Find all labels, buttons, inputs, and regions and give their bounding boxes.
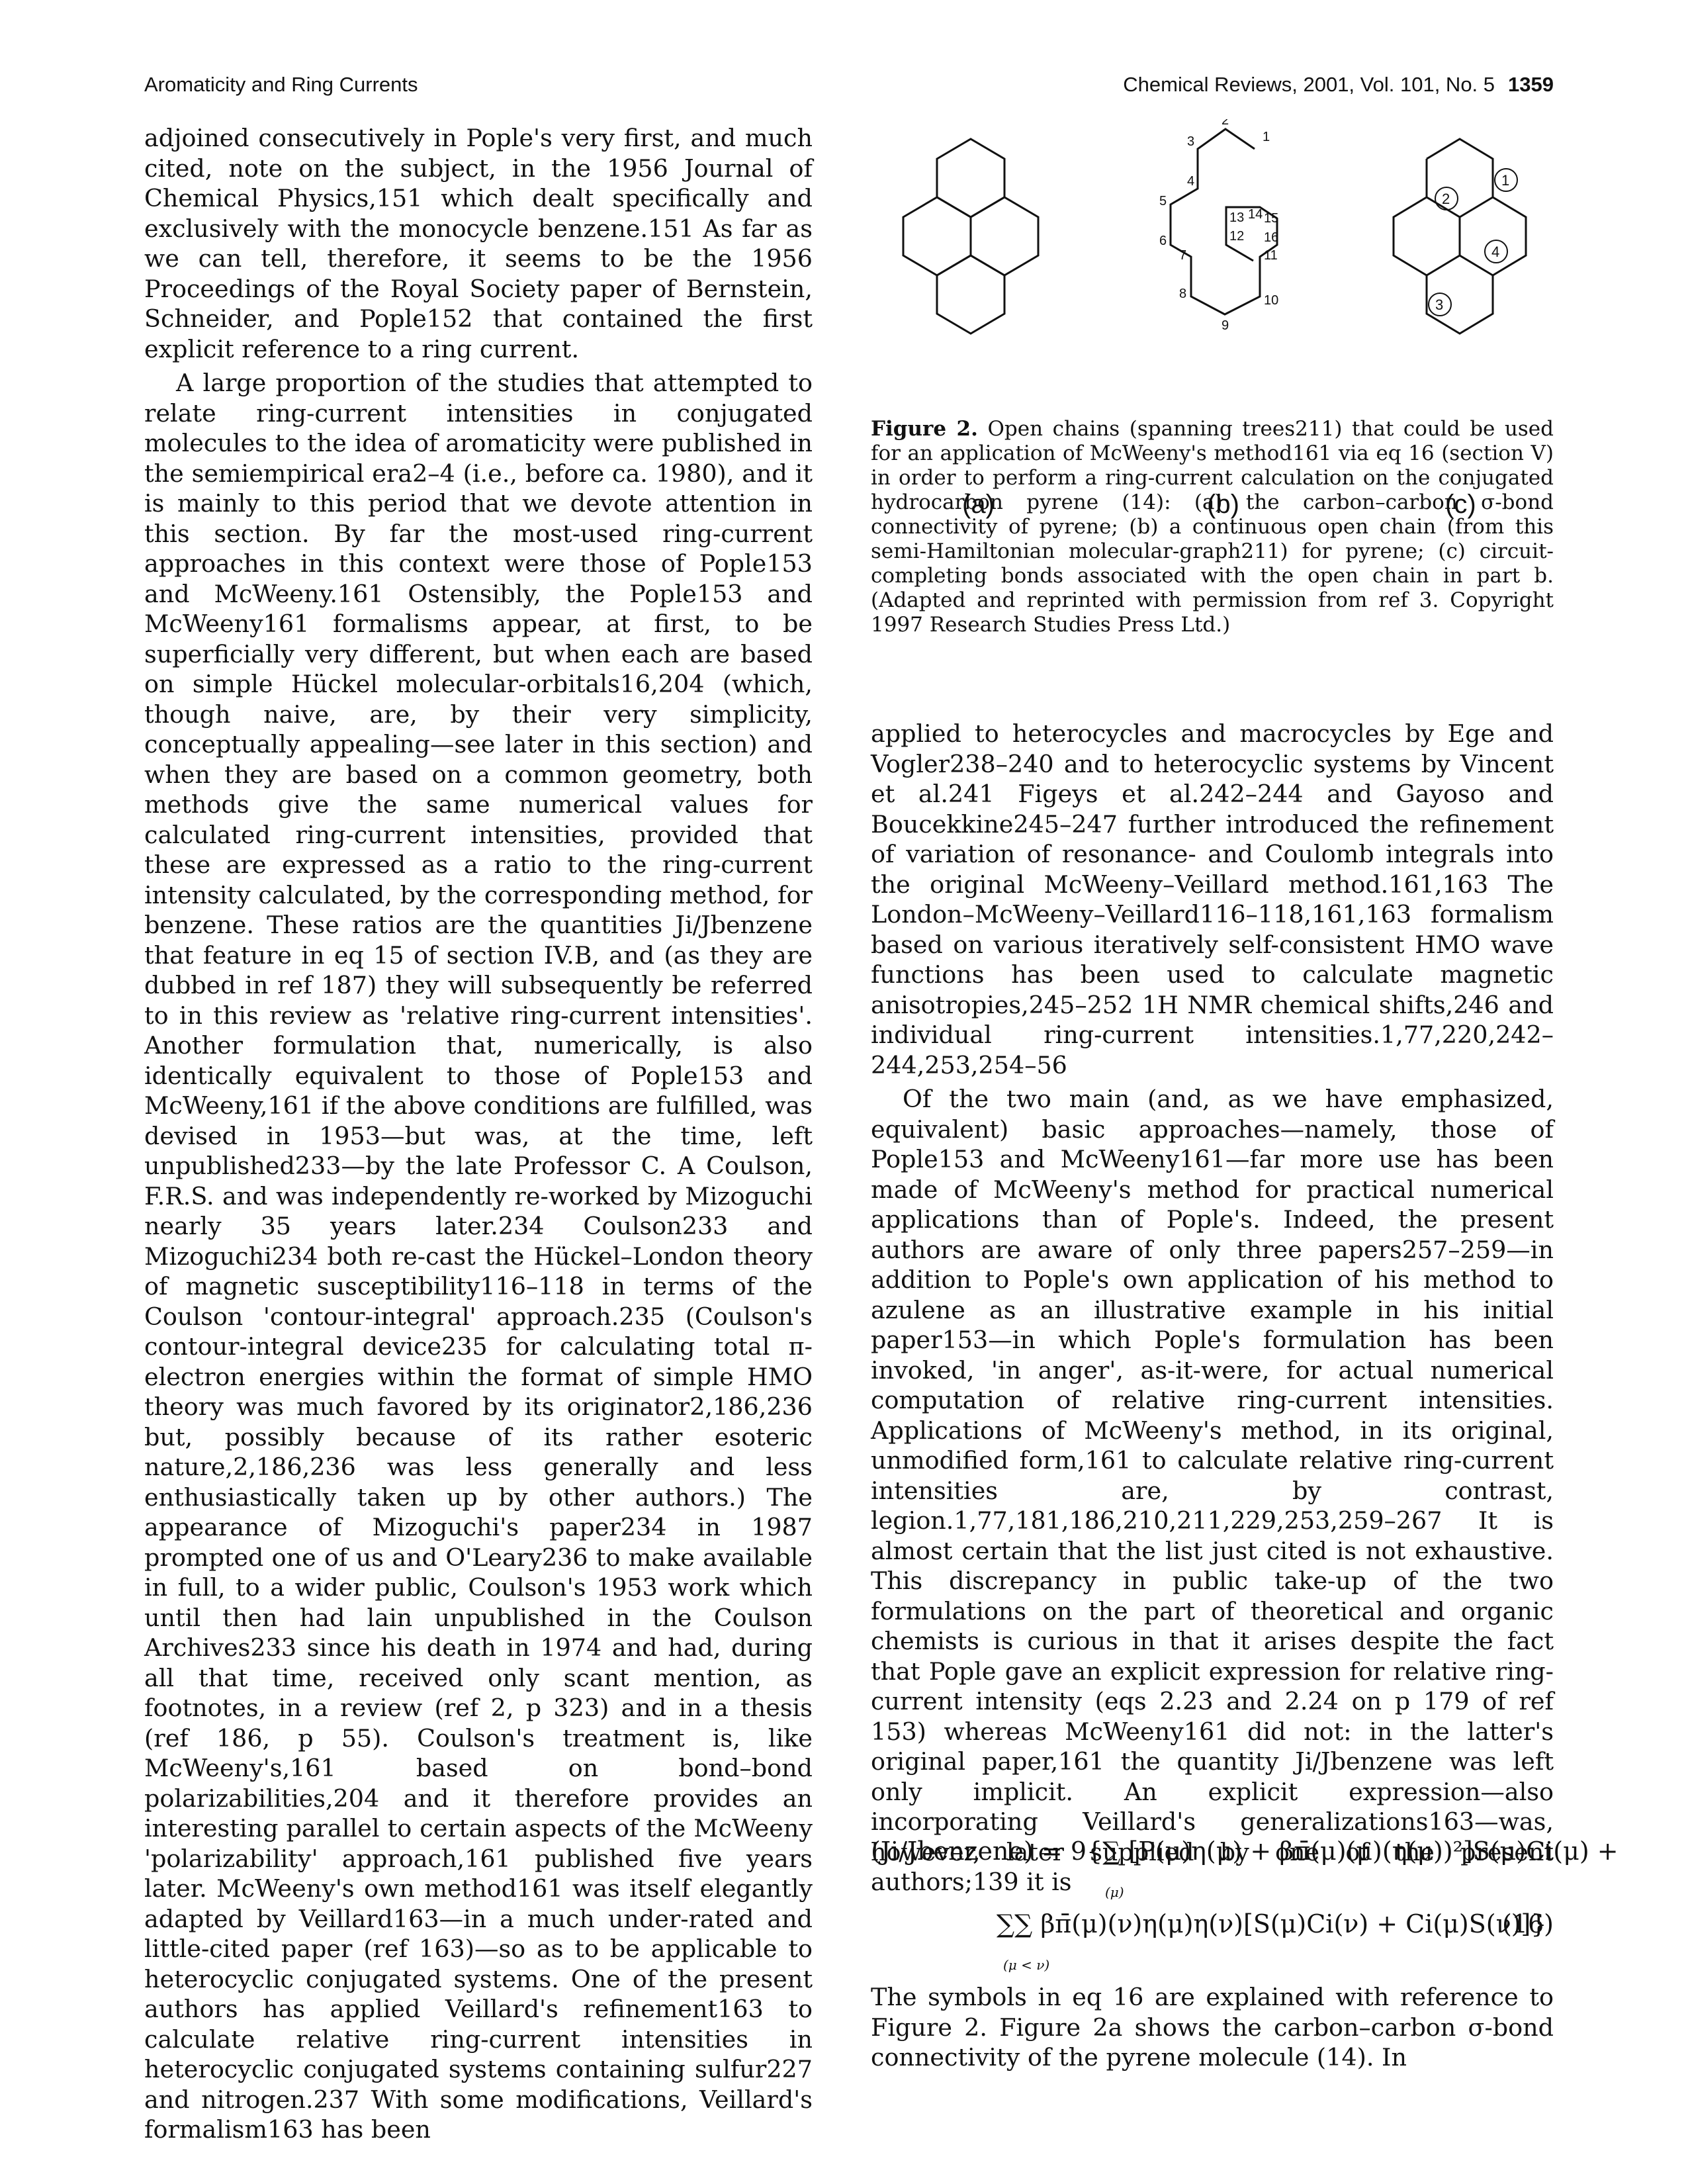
chain-number: 16 bbox=[1264, 230, 1278, 245]
page-number: 1359 bbox=[1508, 73, 1554, 96]
hexagon-right bbox=[969, 196, 1040, 277]
page-header: Aromaticity and Ring Currents Chemical R… bbox=[144, 66, 1554, 106]
equation-line-1: (Ji/Jbenzene) = 9{∑ [P(μ)η(μ) + βπ̄(μ)(μ… bbox=[871, 1837, 1619, 1866]
chain-number: 9 bbox=[1222, 318, 1229, 333]
paragraph: adjoined consecutively in Pople's very f… bbox=[144, 123, 813, 364]
panel-label-a: (a) bbox=[962, 490, 995, 519]
paragraph-text: applied to heterocycles and macrocycles … bbox=[871, 719, 1554, 1079]
chain-number: 1 bbox=[1263, 130, 1270, 144]
figure-caption: Figure 2. Open chains (spanning trees211… bbox=[871, 417, 1554, 637]
left-column: adjoined consecutively in Pople's very f… bbox=[144, 123, 813, 2149]
hexagon-top bbox=[936, 138, 1006, 218]
circuit-label: 2 bbox=[1442, 191, 1450, 207]
chain-number: 4 bbox=[1187, 174, 1194, 189]
chain-number: 6 bbox=[1159, 234, 1167, 248]
paragraph: Of the two main (and, as we have emphasi… bbox=[871, 1084, 1554, 1897]
equation-lhs: (Ji/Jbenzene) = 9{ bbox=[871, 1837, 1103, 1866]
circuit-label: 3 bbox=[1435, 296, 1443, 313]
chain-number: 8 bbox=[1179, 287, 1186, 301]
chain-number: 14 bbox=[1248, 207, 1263, 222]
sum-index: (μ) bbox=[1105, 1884, 1124, 1900]
equation-line-2: ∑∑ βπ̄(μ)(ν)η(μ)η(ν)[S(μ)Ci(ν) + Ci(μ)S(… bbox=[997, 1909, 1547, 1938]
chain-number: 5 bbox=[1159, 194, 1167, 208]
circuit-completing-bond bbox=[1459, 196, 1493, 218]
equation-term-1: ∑ [P(μ)η(μ) + βπ̄(μ)(μ)(η(μ))²]S(μ)Ci(μ)… bbox=[1102, 1837, 1619, 1866]
equation-number: (16) bbox=[1501, 1909, 1554, 1938]
circuit-completing-bond bbox=[1425, 275, 1494, 335]
hexagon-bottom bbox=[936, 254, 1006, 335]
circuit-label: 1 bbox=[1501, 172, 1509, 189]
chain-number: 12 bbox=[1229, 229, 1244, 244]
figure-2-graphic: 1 2 3 4 5 6 7 8 9 10 11 12 13 14 15 16 1… bbox=[902, 113, 1527, 335]
chain-number: 10 bbox=[1264, 293, 1278, 308]
paragraph-text: A large proportion of the studies that a… bbox=[144, 369, 813, 2144]
paragraph-text: The symbols in eq 16 are explained with … bbox=[871, 1983, 1554, 2071]
running-title: Aromaticity and Ring Currents bbox=[144, 73, 418, 96]
caption-label: Figure 2. bbox=[871, 417, 978, 441]
equation-16: (Ji/Jbenzene) = 9{∑ [P(μ)η(μ) + βπ̄(μ)(μ… bbox=[871, 1837, 1619, 1973]
sum-index: (μ < ν) bbox=[1003, 1957, 1050, 1973]
chain-number: 15 bbox=[1264, 211, 1278, 226]
right-column: applied to heterocycles and macrocycles … bbox=[871, 719, 1554, 1901]
panel-label-c: (c) bbox=[1445, 490, 1476, 519]
figure-2: 1 2 3 4 5 6 7 8 9 10 11 12 13 14 15 16 1… bbox=[871, 113, 1554, 519]
journal-name: Chemical Reviews, 2001, Vol. 101, No. 5 bbox=[1123, 73, 1495, 96]
caption-text: Open chains (spanning trees211) that cou… bbox=[871, 417, 1554, 637]
open-chain bbox=[1169, 128, 1278, 316]
journal-citation: Chemical Reviews, 2001, Vol. 101, No. 5 1… bbox=[1123, 73, 1554, 97]
paragraph-text: adjoined consecutively in Pople's very f… bbox=[144, 124, 813, 363]
paragraph: applied to heterocycles and macrocycles … bbox=[871, 719, 1554, 1080]
chain-number: 7 bbox=[1179, 248, 1186, 263]
paragraph: The symbols in eq 16 are explained with … bbox=[871, 1982, 1554, 2073]
panel-label-b: (b) bbox=[1207, 490, 1239, 519]
paragraph-text: Of the two main (and, as we have emphasi… bbox=[871, 1085, 1554, 1896]
circuit-completing-bonds bbox=[1392, 138, 1527, 277]
chain-number: 2 bbox=[1222, 119, 1229, 128]
right-column-continued: The symbols in eq 16 are explained with … bbox=[871, 1982, 1554, 2077]
chain-number: 11 bbox=[1264, 248, 1278, 263]
chain-number: 3 bbox=[1187, 134, 1194, 149]
hexagon-left bbox=[902, 196, 972, 277]
circuit-label: 4 bbox=[1491, 244, 1499, 260]
paragraph: A large proportion of the studies that a… bbox=[144, 368, 813, 2145]
chain-number: 13 bbox=[1229, 210, 1244, 225]
